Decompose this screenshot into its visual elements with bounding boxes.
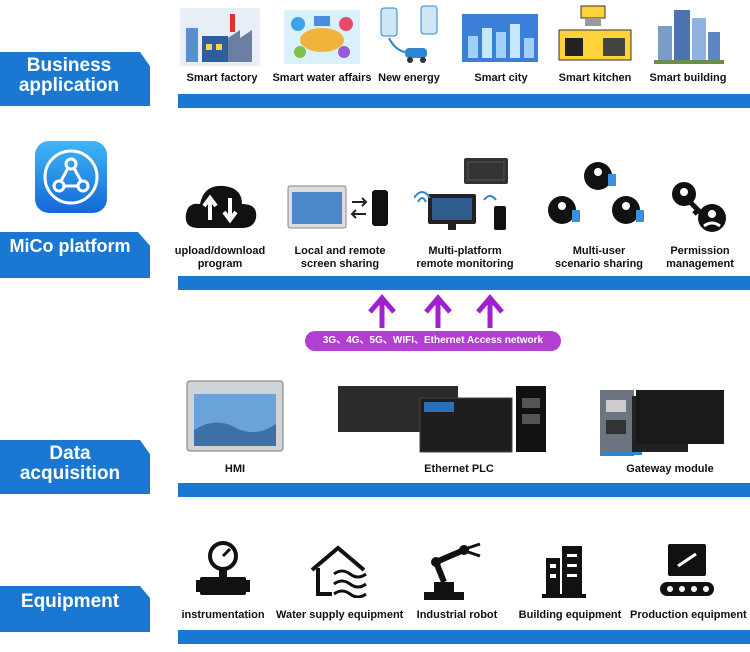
conveyor-icon — [660, 544, 714, 596]
acquisition-caption-2: Ethernet PLC — [424, 463, 494, 475]
up-arrows-icon — [368, 294, 504, 328]
acquisition-band — [178, 483, 750, 497]
water-icon — [284, 10, 360, 64]
gateway-device-icon — [600, 390, 724, 456]
business-label: Business application — [18, 55, 120, 96]
platform-band — [178, 276, 750, 290]
platform-caption-4: Multi-user scenario sharing — [554, 245, 644, 271]
equipment-band — [178, 630, 750, 644]
platform-caption-5: Permission management — [666, 245, 734, 271]
gauge-icon — [196, 541, 250, 595]
mico-logo-icon — [35, 141, 107, 213]
business-caption-3: New energy — [378, 72, 440, 84]
business-caption-6: Smart building — [649, 72, 727, 84]
building-icon — [654, 10, 724, 64]
access-network-pill: 3G、4G、5G、WIFI、Ethernet Access network — [305, 331, 561, 351]
factory-icon — [180, 8, 260, 66]
kitchen-icon — [558, 5, 632, 61]
cloud-transfer-icon — [185, 185, 257, 228]
business-caption-1: Smart factory — [186, 72, 258, 84]
platform-caption-3: Multi-platform remote monitoring — [416, 245, 514, 271]
business-band — [178, 94, 750, 108]
acquisition-caption-3: Gateway module — [626, 463, 714, 475]
business-caption-5: Smart kitchen — [558, 72, 632, 84]
acquisition-tag: Data acquisition — [0, 440, 150, 494]
water-house-icon — [310, 545, 367, 598]
skyscraper-icon — [542, 546, 586, 598]
platform-caption-1: upload/download program — [174, 245, 266, 271]
acquisition-label: Data acquisition — [19, 443, 121, 484]
platform-tag: MiCo platform — [0, 232, 150, 278]
equipment-tag: Equipment — [0, 586, 150, 632]
business-tag: Business application — [0, 52, 150, 106]
equipment-label: Equipment — [20, 591, 120, 612]
plc-device-icon — [338, 386, 546, 453]
city-icon — [462, 14, 538, 62]
equipment-caption-5: Production equipment — [630, 609, 747, 621]
business-caption-4: Smart city — [474, 72, 528, 84]
equipment-caption-2: Water supply equipment — [276, 609, 404, 621]
hmi-device-icon — [186, 380, 284, 452]
equipment-caption-1: instrumentation — [181, 609, 265, 621]
robot-arm-icon — [424, 542, 481, 600]
screen-share-icon — [287, 185, 388, 229]
equipment-caption-4: Building equipment — [518, 609, 622, 621]
equipment-caption-3: Industrial robot — [416, 609, 498, 621]
acquisition-caption-1: HMI — [224, 463, 246, 475]
platform-caption-2: Local and remote screen sharing — [294, 245, 386, 271]
remote-monitor-icon — [414, 158, 508, 230]
multi-user-icon — [548, 162, 644, 224]
business-caption-2: Smart water affairs — [272, 72, 372, 84]
platform-label: MiCo platform — [9, 236, 131, 256]
energy-icon — [380, 5, 438, 63]
key-user-icon — [672, 182, 726, 232]
